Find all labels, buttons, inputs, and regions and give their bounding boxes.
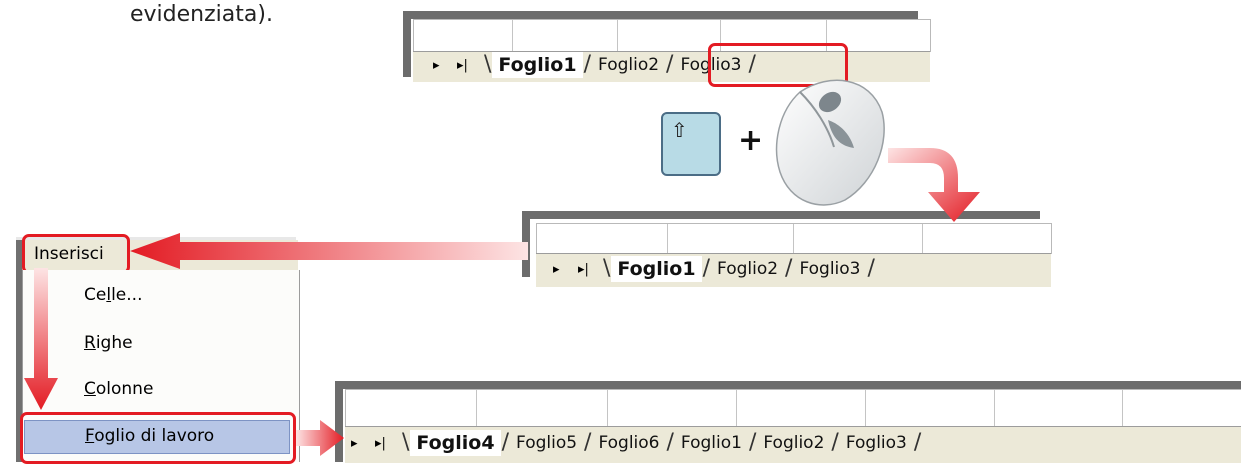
arrow-icon [296, 420, 344, 456]
tab-separator: / [785, 256, 793, 281]
tab-separator: / [831, 430, 839, 455]
tab-separator: / [501, 430, 510, 455]
selection-highlight [708, 43, 848, 87]
sheet-tab-foglio1[interactable]: Foglio1 [611, 256, 702, 282]
tab-separator: / [913, 430, 922, 455]
tab-separator: / [583, 52, 592, 77]
cell-grid [345, 389, 1241, 427]
menu-shadow [16, 240, 22, 462]
window-shadow [335, 381, 343, 462]
sheet-tab-foglio3[interactable]: Foglio3 [799, 258, 861, 279]
plus-sign: + [738, 123, 764, 158]
tab-strip: ▸ ▸| \Foglio4/Foglio5/Foglio6/Foglio1/Fo… [345, 426, 1241, 463]
nav-last-icon[interactable]: ▸| [375, 436, 386, 451]
tab-separator: \ [603, 256, 611, 281]
sheet-tab-foglio1[interactable]: Foglio1 [492, 52, 583, 78]
tab-separator: / [748, 52, 756, 77]
menu-item-foglio-di-lavoro[interactable]: Foglio di lavoro [24, 420, 290, 454]
sheet-tab-foglio1[interactable]: Foglio1 [680, 432, 742, 453]
arrow-icon [130, 233, 528, 269]
menu-item-colonne[interactable]: Colonne [84, 379, 154, 399]
menu-item-label: Foglio di lavoro [85, 426, 215, 446]
nav-next-icon[interactable]: ▸ [433, 58, 440, 73]
tab-separator: / [666, 430, 674, 455]
tab-strip: ▸ ▸| \Foglio1/Foglio2/Foglio3/ [413, 51, 930, 82]
sheet-tab-foglio5[interactable]: Foglio5 [516, 432, 578, 453]
sheet-tab-foglio4[interactable]: Foglio4 [410, 430, 501, 456]
menu-title-label: Inserisci [34, 244, 104, 264]
sheet-tab-foglio6[interactable]: Foglio6 [598, 432, 660, 453]
tab-separator: / [666, 52, 674, 77]
menu-inserisci[interactable]: Inserisci [34, 244, 104, 264]
menu-item-celle[interactable]: Celle... [84, 285, 143, 305]
tab-separator: \ [402, 430, 410, 455]
tab-separator: \ [484, 52, 492, 77]
nav-last-icon[interactable]: ▸| [457, 58, 468, 73]
sheet-tab-foglio2[interactable]: Foglio2 [717, 258, 779, 279]
cell-grid [536, 223, 1052, 254]
tab-strip: ▸ ▸| \Foglio1/Foglio2/Foglio3/ [536, 253, 1051, 287]
shift-key-icon: ⇧ [661, 112, 721, 176]
nav-last-icon[interactable]: ▸| [578, 262, 589, 277]
sheet-tab-foglio2[interactable]: Foglio2 [598, 54, 660, 75]
tab-separator: / [702, 256, 711, 281]
window-shadow [522, 211, 1040, 219]
arrow-icon [888, 148, 980, 222]
nav-next-icon[interactable]: ▸ [553, 262, 560, 277]
menu-item-righe[interactable]: Righe [84, 333, 133, 353]
mouse-icon [775, 79, 885, 206]
window-shadow [335, 381, 1241, 389]
sheet-tab-foglio3[interactable]: Foglio3 [845, 432, 907, 453]
top-text: evidenziata). [130, 2, 273, 27]
tab-separator: / [584, 430, 592, 455]
window-shadow [403, 11, 411, 77]
nav-next-icon[interactable]: ▸ [351, 436, 358, 451]
shift-arrow-icon: ⇧ [671, 118, 688, 142]
tab-separator: / [867, 256, 875, 281]
tab-separator: / [748, 430, 757, 455]
sheet-tab-foglio2[interactable]: Foglio2 [763, 432, 825, 453]
arrow-icon [24, 268, 58, 410]
window-shadow [403, 11, 918, 19]
